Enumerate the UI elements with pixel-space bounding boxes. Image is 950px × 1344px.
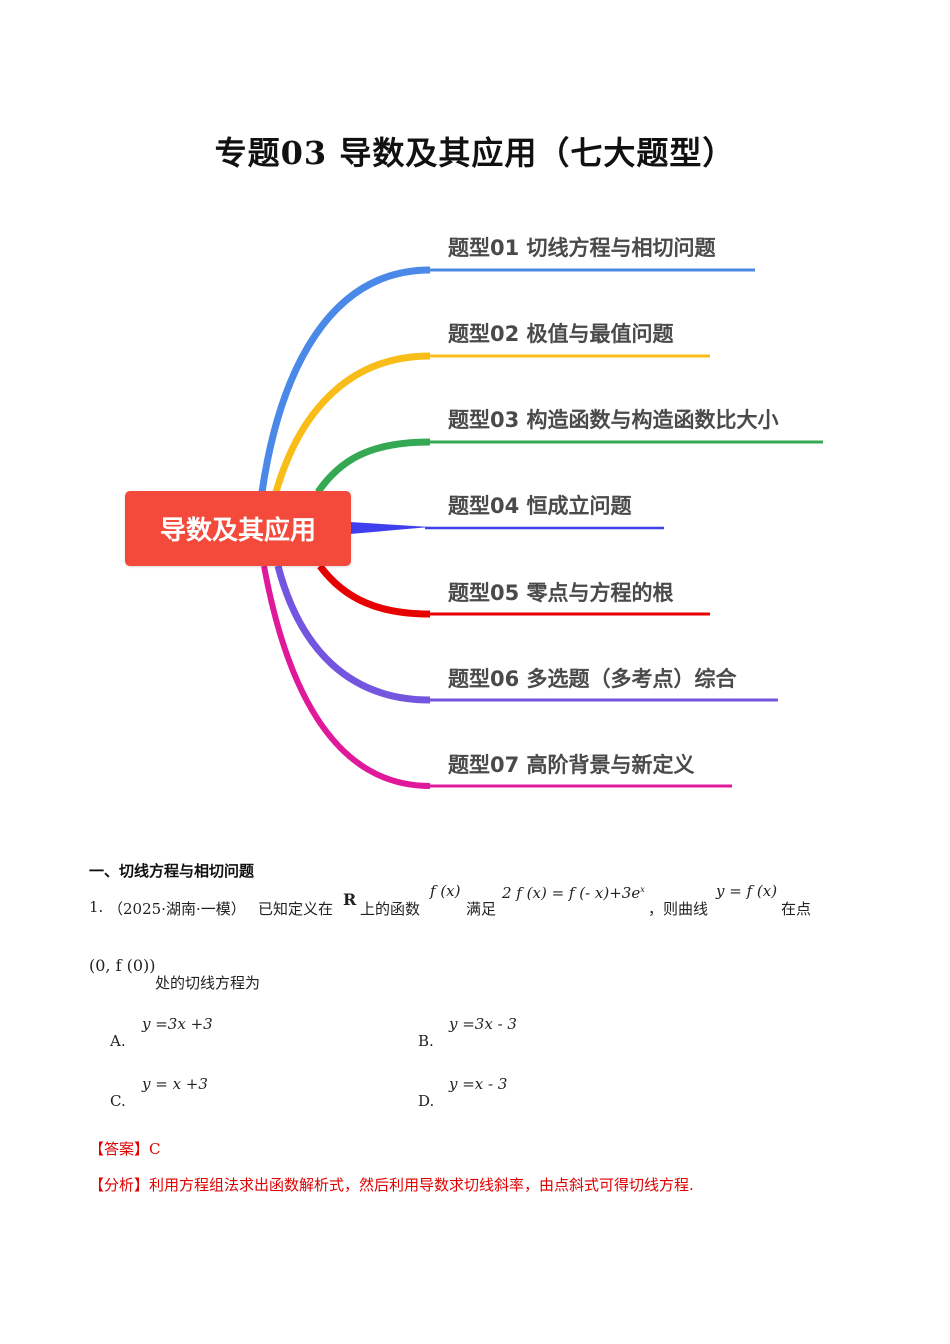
section-heading: 一、切线方程与相切问题 [89,862,255,880]
option-b-label: B. [418,1032,434,1050]
branch-label-06: 题型06 多选题（多考点）综合 [448,667,737,691]
set-r-symbol: R [343,890,357,909]
question-text: 处的切线方程为 [155,974,261,992]
root-node: 导数及其应用 [125,491,351,566]
option-b-expression: y =3x - 3 [449,1015,517,1033]
option-a-expression: y =3x +3 [142,1015,213,1033]
function-fx: f (x) [430,882,461,900]
functional-equation: 2 f (x) = f (- x)+3ex [502,884,645,902]
option-a-label: A. [110,1032,126,1050]
question-text: 满足 [466,900,497,918]
question-text: 在点 [781,900,812,918]
analysis-text: 利用方程组法求出函数解析式，然后利用导数求切线斜率，由点斜式可得切线方程. [149,1176,694,1194]
analysis-line: 【分析】利用方程组法求出函数解析式，然后利用导数求切线斜率，由点斜式可得切线方程… [89,1174,694,1195]
answer-value: C [149,1140,161,1158]
branch-connector-3 [316,440,823,493]
branch-label-07: 题型07 高阶背景与新定义 [448,753,695,777]
option-c-expression: y = x +3 [142,1075,208,1093]
mind-map: 导数及其应用 题型01 切线方程与相切问题 题型02 极值与最值问题 题型03 … [0,200,950,820]
branch-label-04: 题型04 恒成立问题 [448,494,632,518]
option-d-label: D. [418,1092,435,1110]
branch-connector-4 [350,522,430,534]
option-d-expression: y =x - 3 [449,1075,508,1093]
mind-map-branches [258,266,823,789]
question-text: 已知定义在 [258,900,334,918]
option-c-label: C. [110,1092,126,1110]
point-coordinates: (0, f (0)) [89,956,156,975]
branch-label-03: 题型03 构造函数与构造函数比大小 [448,408,779,432]
root-node-label: 导数及其应用 [159,516,316,546]
question-source: （2025·湖南·一模） [108,900,246,918]
answer-label: 【答案】 [89,1140,150,1158]
branch-label-02: 题型02 极值与最值问题 [448,322,674,346]
question-number: 1. [89,898,104,916]
answer-line: 【答案】C [89,1138,161,1159]
branch-label-01: 题型01 切线方程与相切问题 [448,236,716,260]
branch-connector-1 [260,268,755,493]
curve-equation: y = f (x) [716,882,778,900]
branch-label-05: 题型05 零点与方程的根 [448,581,674,605]
analysis-label: 【分析】 [89,1176,150,1194]
question-text: ，则曲线 [648,900,709,918]
document-title: 专题03 导数及其应用（七大题型） [214,134,736,172]
question-text: 上的函数 [360,900,421,918]
